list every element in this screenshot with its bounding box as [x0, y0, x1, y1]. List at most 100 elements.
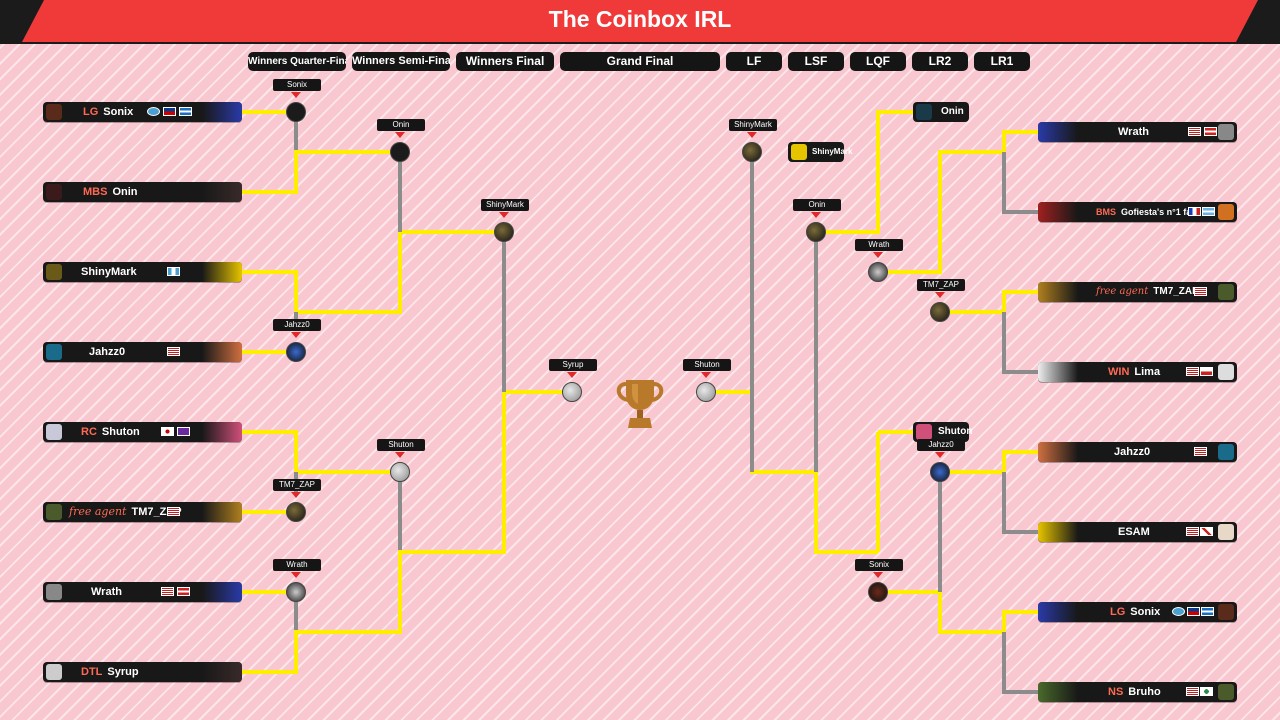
match-node-wqf1[interactable]: [286, 102, 306, 122]
trophy-icon: [616, 380, 664, 428]
arrow-icon: [701, 372, 711, 378]
player-name: Jahzz0: [1114, 446, 1151, 458]
arrow-icon: [291, 492, 301, 498]
match-node-gf-left[interactable]: [562, 382, 582, 402]
character-icon: [916, 104, 932, 120]
character-art: [202, 662, 242, 682]
match-node-lr2-top[interactable]: [930, 302, 950, 322]
line-lqf-top: [878, 130, 1040, 274]
flag-icon: [163, 107, 176, 116]
flag-icon: [167, 267, 180, 276]
character-icon: [1218, 684, 1234, 700]
character-art: [1038, 282, 1078, 302]
entrant-slot-right-sonix[interactable]: LG Sonix: [1038, 602, 1237, 622]
flag-icon: [1186, 687, 1199, 696]
player-name: Onin: [112, 186, 138, 198]
team-tag: RC: [81, 426, 97, 438]
entrant-slot-left-3[interactable]: ShinyMark: [43, 262, 242, 282]
match-node-lqf-bottom[interactable]: [930, 462, 950, 482]
round-header-lr1: LR1: [974, 52, 1030, 71]
character-icon: [46, 504, 62, 520]
lf-winner-box[interactable]: ShinyMark: [788, 142, 852, 162]
entrant-slot-right-jahzz0[interactable]: Jahzz0: [1038, 442, 1237, 462]
player-name: Sonix: [1130, 606, 1161, 618]
match-label-lsf-bottom: Sonix: [855, 559, 903, 571]
arrow-icon: [395, 132, 405, 138]
round-header-gf: Grand Final: [560, 52, 720, 71]
character-icon: [46, 664, 62, 680]
entrant-slot-left-4[interactable]: Jahzz0: [43, 342, 242, 362]
character-art: [1038, 522, 1078, 542]
flag-icon: [1200, 527, 1213, 536]
team-tag: free agent: [69, 505, 127, 518]
match-label-wqf1: Sonix: [273, 79, 321, 91]
round-header-wqf: Winners Quarter-Final: [248, 52, 346, 71]
entrant-slot-left-7[interactable]: Wrath: [43, 582, 242, 602]
round-header-wsf: Winners Semi-Final: [352, 52, 450, 71]
match-node-lf[interactable]: [742, 142, 762, 162]
arrow-icon: [567, 372, 577, 378]
flag-icon: [1202, 207, 1215, 216]
arrow-icon: [499, 212, 509, 218]
player-name: Onin: [941, 106, 964, 117]
match-label-lf: ShinyMark: [729, 119, 777, 131]
match-node-wsf2[interactable]: [390, 462, 410, 482]
character-art: [202, 262, 242, 282]
match-node-lsf-bottom[interactable]: [868, 582, 888, 602]
player-name: Jahzz0: [89, 346, 126, 358]
match-node-lqf-top[interactable]: [868, 262, 888, 282]
character-icon: [1218, 444, 1234, 460]
character-icon: [1218, 604, 1234, 620]
flag-icon: [167, 347, 180, 356]
lr-slot-shuton[interactable]: Shuton: [913, 422, 972, 442]
character-icon: [1218, 364, 1234, 380]
character-art: [1038, 202, 1078, 222]
match-node-wsf1[interactable]: [390, 142, 410, 162]
line-lr1-d-loser: [1002, 632, 1040, 694]
line-lqf-b: [940, 450, 1040, 474]
team-tag: NS: [1108, 686, 1124, 698]
flag-icon: [147, 107, 160, 116]
round-header-lsf: LSF: [788, 52, 844, 71]
flag-icon: [1200, 367, 1213, 376]
entrant-slot-right-bruho[interactable]: NS Bruho: [1038, 682, 1237, 702]
match-node-lsf-top[interactable]: [806, 222, 826, 242]
player-name: Gofiesta's n°1 fan: [1121, 207, 1197, 217]
match-node-wqf4[interactable]: [286, 582, 306, 602]
match-node-wf[interactable]: [494, 222, 514, 242]
match-label-wqf3: TM7_ZAP: [273, 479, 321, 491]
flag-icon: [167, 507, 180, 516]
entrant-slot-right-wrath[interactable]: Wrath: [1038, 122, 1237, 142]
character-icon: [46, 104, 62, 120]
character-art: [202, 422, 242, 442]
flag-icon: [1172, 607, 1185, 616]
player-name: Bruho: [1128, 686, 1161, 698]
arrow-icon: [935, 452, 945, 458]
lr-slot-onin[interactable]: Onin: [913, 102, 969, 122]
line-lsf-top: [816, 110, 914, 234]
character-icon: [1218, 124, 1234, 140]
header-bar: The Coinbox IRL: [0, 0, 1280, 44]
character-icon: [46, 264, 62, 280]
match-node-gf-right[interactable]: [696, 382, 716, 402]
flag-icon: [179, 107, 192, 116]
match-node-wqf3[interactable]: [286, 502, 306, 522]
match-node-wqf2[interactable]: [286, 342, 306, 362]
match-label-wqf4: Wrath: [273, 559, 321, 571]
round-header-lf: LF: [726, 52, 782, 71]
character-icon: [791, 144, 807, 160]
team-tag: LG: [1110, 606, 1126, 618]
entrant-slot-right-esam[interactable]: ESAM: [1038, 522, 1237, 542]
line-wqf2: [242, 230, 504, 314]
player-name: Lima: [1134, 366, 1161, 378]
character-art: [202, 342, 242, 362]
